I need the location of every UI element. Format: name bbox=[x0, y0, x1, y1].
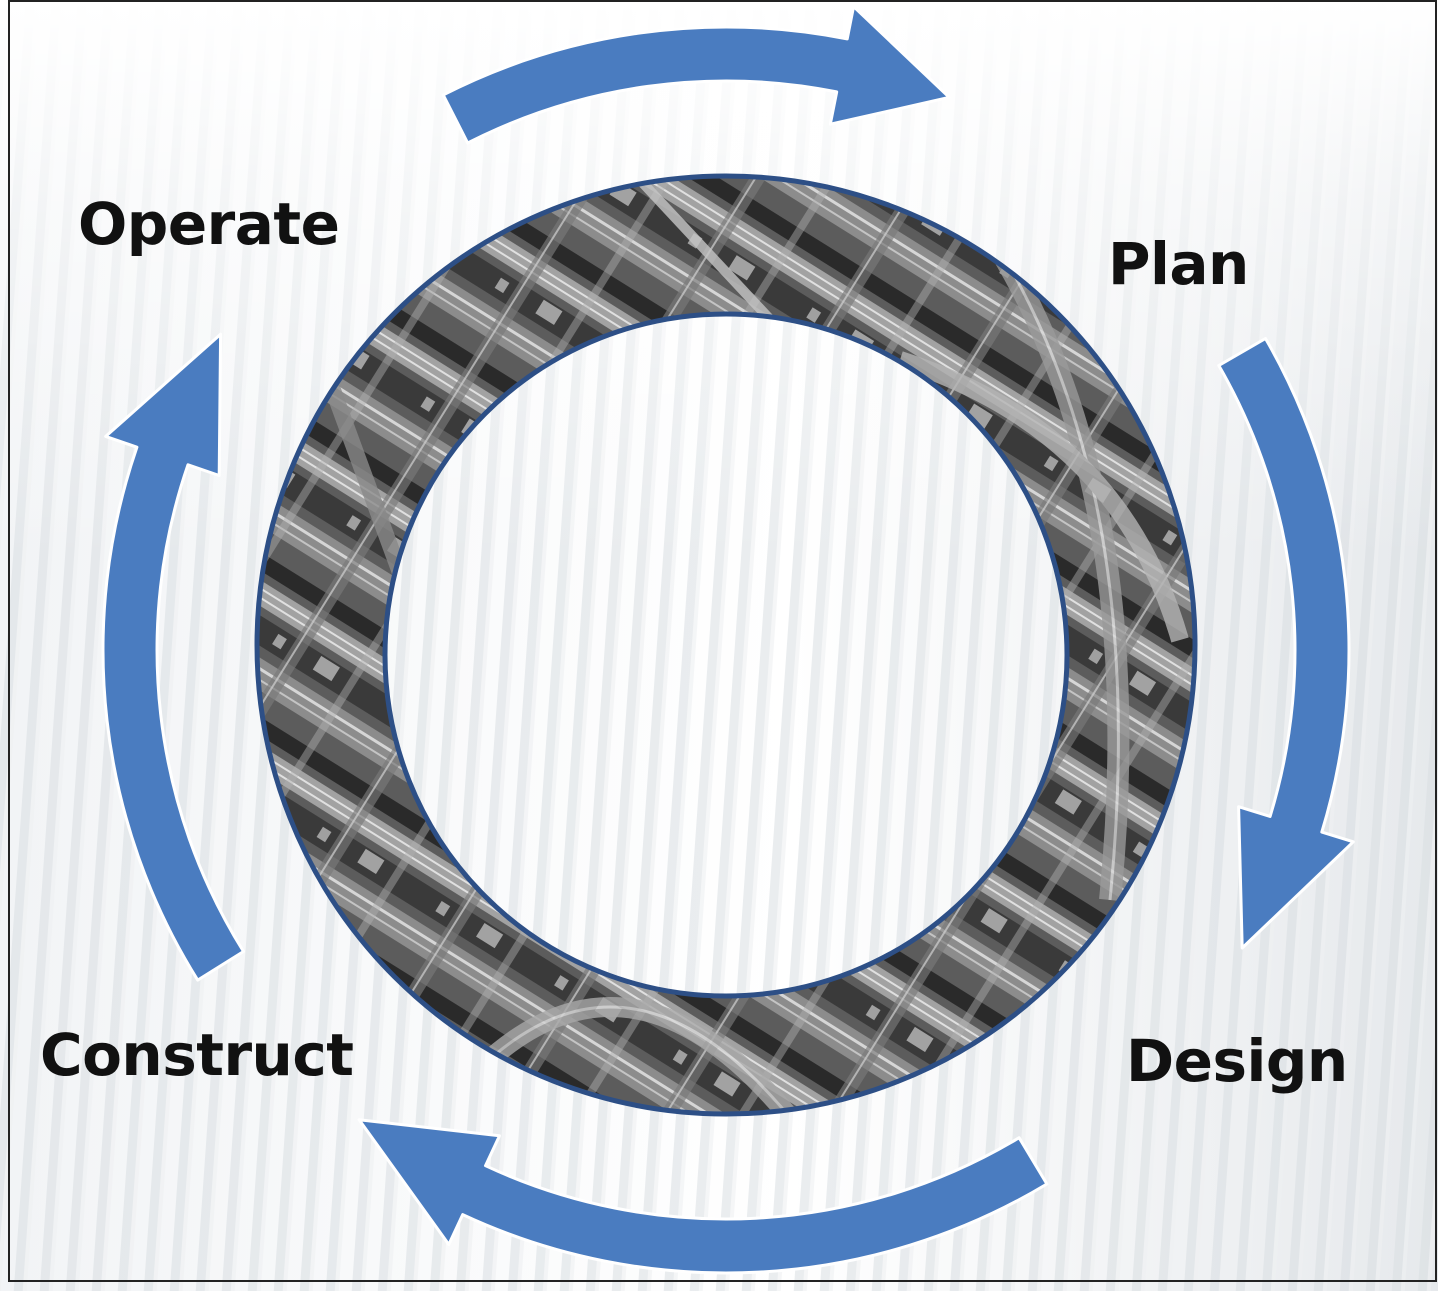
arrow-plan-to-design bbox=[1217, 337, 1355, 950]
aerial-photo-ring bbox=[240, 170, 1220, 1137]
stage-label-construct: Construct bbox=[40, 1021, 354, 1089]
stage-label-plan: Plan bbox=[1108, 230, 1249, 298]
cycle-arrows bbox=[101, 5, 1355, 1275]
arrow-construct-to-operate bbox=[101, 332, 245, 982]
arrow-design-to-construct bbox=[357, 1118, 1049, 1275]
frame-border bbox=[8, 0, 1437, 1282]
arrow-operate-to-plan bbox=[441, 5, 951, 145]
stage-label-design: Design bbox=[1126, 1027, 1348, 1095]
stage-label-operate: Operate bbox=[78, 190, 340, 258]
